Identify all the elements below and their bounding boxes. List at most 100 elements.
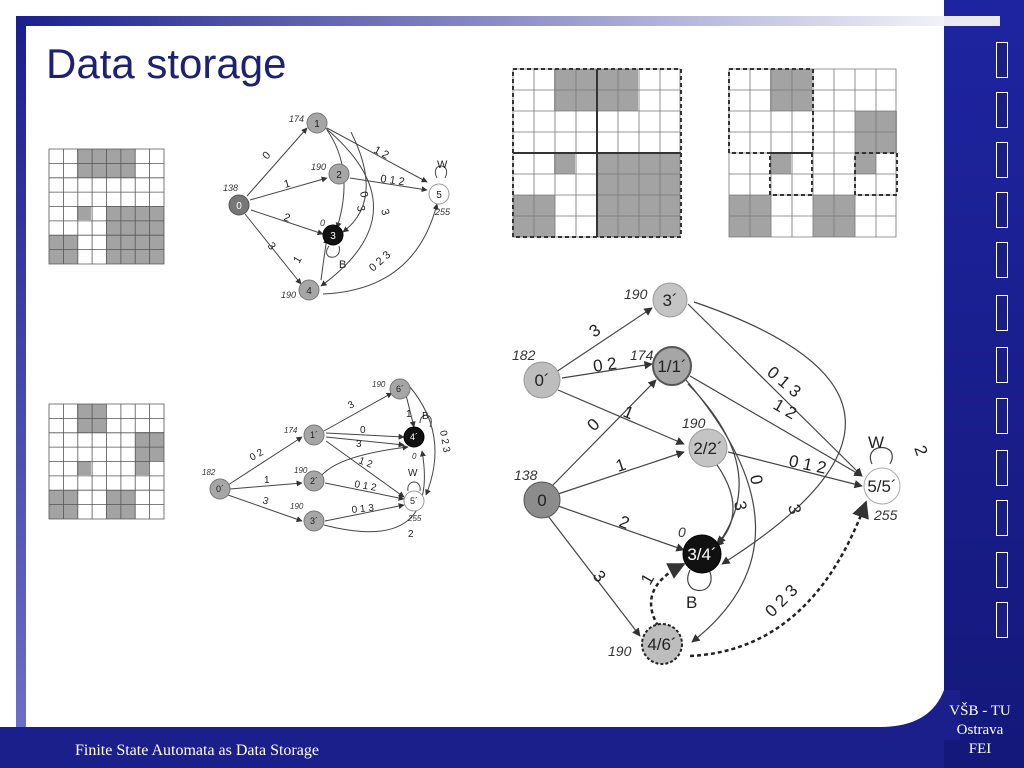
edge-label: 2 (910, 443, 928, 458)
combined-automaton-diagram: 3 0 2 1 0 1 2 3 0 1 3 1 2 0 1 2 0 3 3 2 … (512, 280, 928, 672)
node-label: 0 (236, 201, 242, 212)
node-label: 4´ (410, 432, 418, 442)
state-node (303, 470, 325, 492)
node-weight: 138 (223, 183, 238, 193)
node-weight: 0 (320, 218, 325, 228)
edge-label: 0 (360, 425, 366, 436)
automaton-diagram-1: 0 1 2 3 1 2 0 1 2 0 3 3 1 0 2 3 W B 0 1 … (215, 110, 455, 302)
loop-label: W (408, 468, 418, 479)
edge-label: 3 (730, 499, 750, 512)
edge-label: 1 (264, 475, 270, 486)
node-weight: 255 (407, 514, 422, 523)
state-node (523, 361, 561, 399)
node-weight: 190 (290, 502, 304, 511)
node-label: 1 (314, 119, 320, 130)
side-stripe (996, 92, 1008, 128)
state-node (306, 112, 328, 134)
loop-label: B (422, 411, 429, 422)
automaton-diagram-2: 3 0 2 1 3 0 3 1 2 0 1 2 0 1 3 1 0 2 3 2 … (200, 375, 456, 545)
right-top-line (944, 16, 1000, 26)
node-label: 3´ (310, 516, 318, 526)
slide-title: Data storage (46, 40, 287, 87)
state-node (652, 346, 692, 386)
side-stripe (996, 242, 1008, 278)
edge-label: 0 2 3 (437, 430, 452, 454)
edge-label: 0 2 (592, 354, 618, 376)
self-loop (434, 165, 448, 179)
edge-label: 0 2 3 (367, 249, 393, 274)
state-node (389, 378, 411, 400)
state-node (403, 426, 425, 448)
image-grid-1 (48, 148, 166, 265)
side-stripe (996, 347, 1008, 383)
node-weight: 190 (281, 290, 296, 300)
state-node (328, 163, 350, 185)
edge-label: 0 1 3 (351, 503, 375, 516)
edge-label: 0 1 2 (787, 451, 828, 477)
node-label: 4 (306, 286, 312, 297)
bottom-band (0, 727, 944, 768)
side-stripe (996, 295, 1008, 331)
edge-label: 3 (356, 439, 362, 450)
node-weight: 174 (289, 114, 304, 124)
node-label: 3´ (662, 291, 677, 310)
edge-label: 1 2 (372, 144, 391, 162)
node-weight: 190 (682, 415, 706, 431)
node-weight: 182 (202, 468, 216, 477)
edge-label: 0 (357, 190, 370, 198)
state-node (209, 478, 231, 500)
side-stripe (996, 42, 1008, 78)
edge-label: 1 2 (770, 395, 800, 423)
node-weight: 174 (630, 347, 654, 363)
loop-label: B (339, 259, 346, 271)
edge-label: 1 (613, 455, 628, 476)
node-label: 6´ (396, 384, 404, 394)
edge-label: 2 (282, 211, 292, 224)
node-label: 3/4´ (687, 545, 716, 564)
node-weight: 182 (512, 347, 536, 363)
self-loop (419, 414, 432, 428)
edge-label: 3 (378, 208, 391, 217)
node-weight: 190 (372, 380, 386, 389)
side-stripe (996, 192, 1008, 228)
node-label: 0 (537, 491, 546, 510)
edge-label: 1 (291, 254, 304, 265)
node-label: 1/1´ (657, 357, 686, 376)
node-weight: 255 (873, 507, 898, 523)
loop-label: W (437, 159, 448, 171)
institution-line: FEI (968, 741, 992, 757)
state-node (303, 424, 325, 446)
institution-label: VŠB - TU Ostrava FEI (940, 702, 1020, 759)
loop-label: B (686, 593, 697, 612)
node-label: 2 (336, 170, 342, 181)
edge-label: 1 (283, 178, 292, 191)
node-label: 5 (436, 190, 442, 201)
edge-label: 3 (261, 495, 270, 507)
edge-label: 0 (260, 149, 273, 162)
node-label: 3 (330, 231, 336, 242)
side-stripe (996, 398, 1008, 434)
state-node (298, 279, 320, 301)
loop-label: W (868, 433, 884, 452)
side-stripe (996, 142, 1008, 178)
edge-label: 0 2 (248, 447, 266, 464)
node-weight: 138 (514, 467, 538, 483)
left-accent-bar (16, 24, 26, 752)
node-weight: 174 (284, 426, 298, 435)
edge-label: 0 1 3 (763, 363, 804, 402)
node-label: 5/5´ (867, 477, 896, 496)
top-accent-bar (16, 16, 1001, 26)
node-weight: 190 (624, 286, 648, 302)
side-stripe (996, 602, 1008, 638)
state-node (682, 534, 722, 574)
state-node (688, 428, 728, 468)
side-stripe (996, 450, 1008, 486)
edge-label: 0 (746, 473, 766, 486)
edge-label: 1 (621, 402, 637, 423)
side-stripe (996, 500, 1008, 536)
institution-line: VŠB - TU (949, 703, 1011, 719)
state-node (403, 490, 425, 512)
edge-label: 1 (637, 570, 658, 588)
node-label: 4/6´ (647, 635, 676, 654)
node-label: 1´ (310, 430, 318, 440)
